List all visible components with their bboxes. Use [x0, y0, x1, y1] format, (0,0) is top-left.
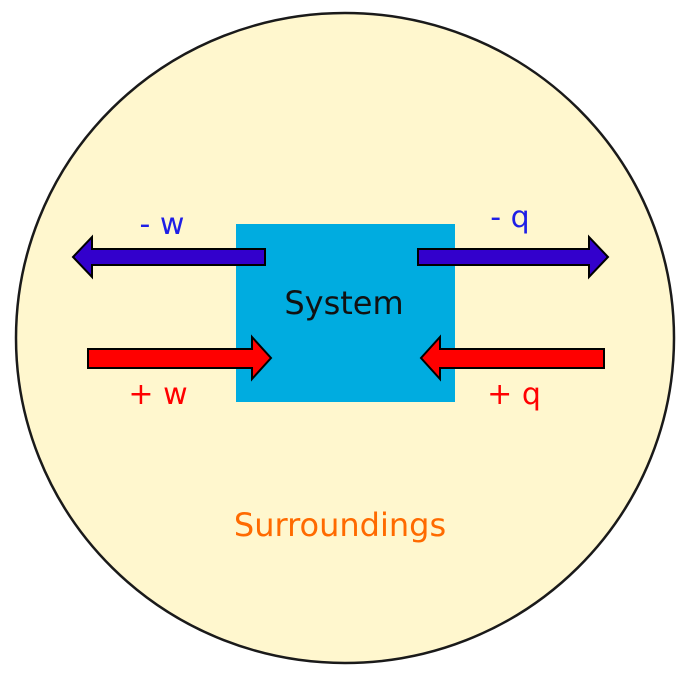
heat-in-arrow: [419, 334, 605, 382]
work-in-label: + w: [128, 377, 187, 412]
work-out-label: - w: [140, 207, 185, 242]
system-label: System: [284, 284, 403, 322]
work-in-arrow: [87, 334, 273, 382]
surroundings-label: Surroundings: [234, 506, 446, 544]
work-out-arrow: [71, 234, 266, 280]
heat-in-label: + q: [487, 377, 541, 412]
heat-out-label: - q: [490, 200, 529, 235]
heat-out-arrow: [417, 234, 610, 280]
